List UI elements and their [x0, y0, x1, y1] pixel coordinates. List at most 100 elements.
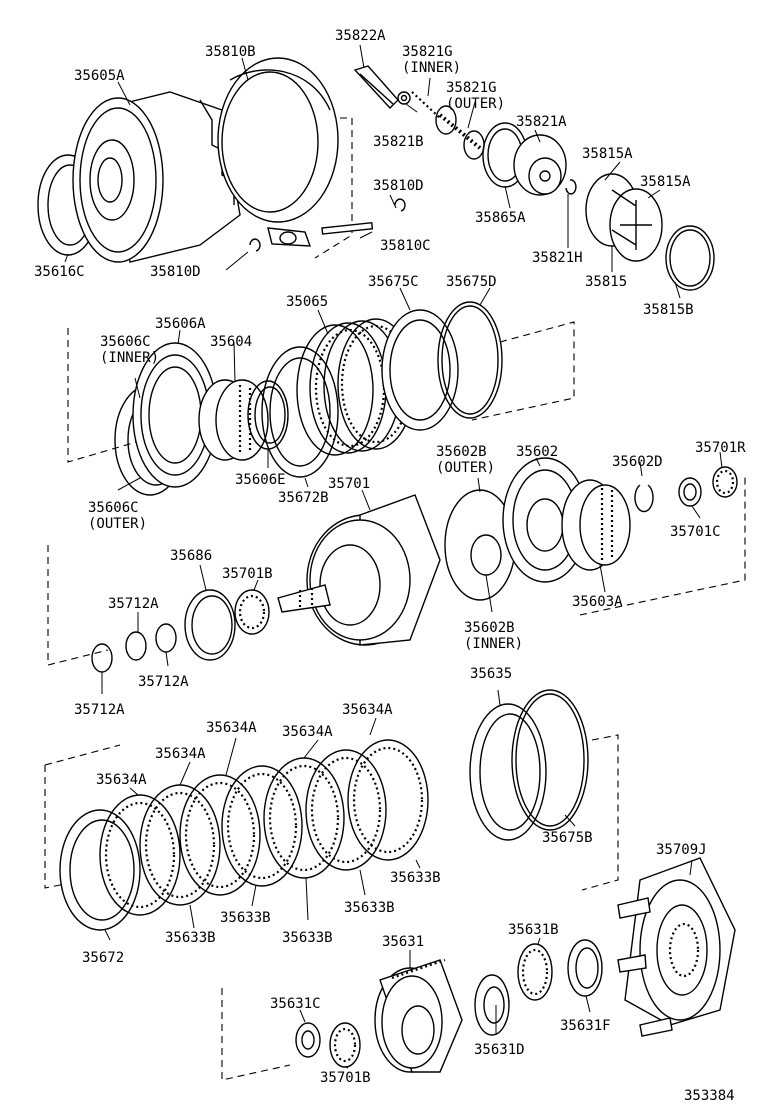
label-35606c-inner-note: (INNER)	[100, 350, 159, 366]
guide-line-clutch-left	[67, 328, 151, 463]
guide-line-row3-right	[579, 476, 746, 616]
part-35631b-shape	[517, 943, 553, 1001]
label-35633b-d: 35633B	[165, 930, 216, 946]
part-35675c-shape	[381, 309, 459, 431]
part-35821g-outer-spring	[435, 105, 485, 160]
part-35635-shape	[469, 703, 547, 841]
label-35634a-d: 35634A	[155, 746, 206, 762]
label-35065: 35065	[286, 294, 328, 310]
part-35631d-shape	[474, 974, 510, 1036]
part-35633b-35634a-plates	[99, 739, 429, 916]
label-35634a-b: 35634A	[206, 720, 257, 736]
part-35815b-shape	[665, 225, 715, 291]
label-35712a-mid: 35712A	[138, 674, 189, 690]
label-35821g-outer-note: (OUTER)	[446, 96, 505, 112]
label-35602d: 35602D	[612, 454, 663, 470]
label-35606a: 35606A	[155, 316, 206, 332]
label-35634a-e: 35634A	[96, 772, 147, 788]
guide-line-band	[314, 117, 353, 259]
label-35815a-lower: 35815A	[640, 174, 691, 190]
label-35602b-outer-note: (OUTER)	[436, 460, 495, 476]
label-35821a: 35821A	[516, 114, 567, 130]
part-35821a-shape	[513, 134, 567, 196]
part-35810d-clip-lower	[249, 238, 261, 252]
label-35675d: 35675D	[446, 274, 497, 290]
label-35701c: 35701C	[670, 524, 721, 540]
label-35821g-outer: 35821G (OUTER)	[446, 80, 505, 112]
label-35631c: 35631C	[270, 996, 321, 1012]
part-35810b-shape	[217, 57, 339, 247]
part-35675d-shape	[437, 301, 503, 419]
part-35709j-shape	[617, 857, 736, 1037]
label-35633b-a: 35633B	[390, 870, 441, 886]
guide-line-row5	[221, 988, 291, 1081]
label-35810b: 35810B	[205, 44, 256, 60]
leader-lines	[64, 44, 723, 1069]
label-35712a-bottom: 35712A	[74, 702, 125, 718]
part-35821b-shape	[397, 91, 411, 105]
part-35701b-lower-shape	[329, 1022, 361, 1068]
part-35686-shape	[184, 589, 236, 661]
label-35633b-b: 35633B	[344, 900, 395, 916]
part-35701-shape	[277, 494, 441, 646]
label-35606c-outer: 35606C (OUTER)	[88, 500, 147, 532]
label-35606c-outer-note: (OUTER)	[88, 516, 147, 532]
label-35672b: 35672B	[278, 490, 329, 506]
label-35672: 35672	[82, 950, 124, 966]
guide-line-row4-right	[581, 734, 619, 891]
label-35822a: 35822A	[335, 28, 386, 44]
label-35634a-a: 35634A	[342, 702, 393, 718]
label-35602b-inner-note: (INNER)	[464, 636, 523, 652]
label-35810c: 35810C	[380, 238, 431, 254]
label-35606c-inner-id: 35606C	[100, 334, 151, 350]
label-35633b-c: 35633B	[220, 910, 271, 926]
label-35605a: 35605A	[74, 68, 125, 84]
label-35701b-upper: 35701B	[222, 566, 273, 582]
label-35865a: 35865A	[475, 210, 526, 226]
label-35603a: 35603A	[572, 594, 623, 610]
label-35616c: 35616C	[34, 264, 85, 280]
label-35633b-e: 35633B	[282, 930, 333, 946]
label-35815a-upper: 35815A	[582, 146, 633, 162]
label-35606e: 35606E	[235, 472, 286, 488]
part-labels: 35605A 35810B 35822A 35821G (INNER) 3582…	[34, 28, 746, 1104]
label-35604: 35604	[210, 334, 252, 350]
part-35675b-shape	[511, 689, 589, 831]
part-35821g-inner-spring	[411, 91, 441, 119]
label-35675c: 35675C	[368, 274, 419, 290]
part-35701b-upper-shape	[234, 589, 270, 635]
part-35605a-shape	[72, 91, 241, 263]
part-35672-shape	[59, 809, 141, 931]
label-35701b-lower: 35701B	[320, 1070, 371, 1086]
label-35815: 35815	[585, 274, 627, 290]
label-35631d: 35631D	[474, 1042, 525, 1058]
label-35606c-outer-id: 35606C	[88, 500, 139, 516]
part-35603a-shape	[561, 479, 631, 571]
label-35821g-outer-id: 35821G	[446, 80, 497, 96]
label-35821b: 35821B	[373, 134, 424, 150]
label-35821g-inner-note: (INNER)	[402, 60, 461, 76]
label-35602b-outer-id: 35602B	[436, 444, 487, 460]
part-35701r-shape	[712, 466, 738, 498]
label-35810d-lower: 35810D	[150, 264, 201, 280]
guide-line-row3-left	[47, 545, 109, 666]
part-35701c-shape	[678, 477, 702, 507]
part-35631c-shape	[295, 1022, 321, 1058]
label-35602b-outer: 35602B (OUTER)	[436, 444, 495, 476]
label-35602b-inner: 35602B (INNER)	[464, 620, 523, 652]
label-35602: 35602	[516, 444, 558, 460]
label-35631b: 35631B	[508, 922, 559, 938]
label-35606c-inner: 35606C (INNER)	[100, 334, 159, 366]
part-35815-shape	[585, 173, 663, 262]
label-35709j: 35709J	[656, 842, 707, 858]
label-35821h: 35821H	[532, 250, 583, 266]
label-35631: 35631	[382, 934, 424, 950]
label-35712a-top: 35712A	[108, 596, 159, 612]
guide-line-row4-left	[44, 744, 121, 889]
part-35631-shape	[374, 958, 463, 1073]
label-35815b: 35815B	[643, 302, 694, 318]
label-35686: 35686	[170, 548, 212, 564]
part-35810c-pin	[321, 222, 374, 235]
part-35631f-shape	[567, 939, 603, 997]
label-35701r: 35701R	[695, 440, 746, 456]
